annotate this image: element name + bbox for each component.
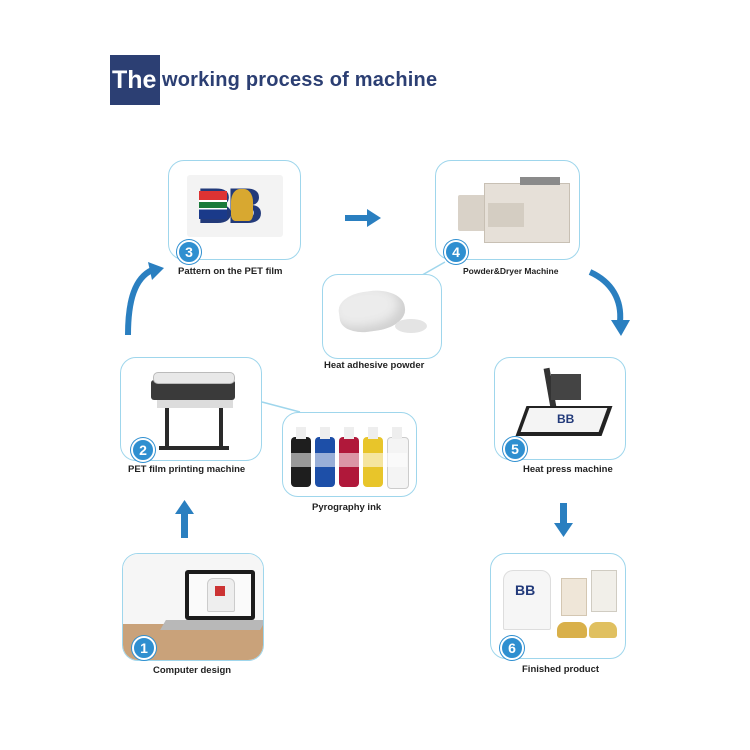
dryer-machine-image: [458, 173, 570, 243]
title-prefix: The: [110, 55, 160, 105]
heat-press-image: BB: [511, 366, 613, 452]
step-3-label: Pattern on the PET film: [178, 266, 283, 277]
title-rest: working process of machine: [162, 68, 438, 91]
ink-card: [282, 412, 417, 497]
step-3-badge: 3: [177, 240, 201, 264]
powder-card: [322, 274, 442, 359]
step-6-label: Finished product: [522, 664, 600, 675]
step-5-label: Heat press machine: [523, 464, 613, 475]
page-title: The working process of machine: [110, 55, 437, 105]
arrow-right-3-4: [345, 209, 381, 227]
powder-pile-image: [395, 319, 427, 333]
step-2-label: PET film printing machine: [128, 464, 246, 475]
powder-label: Heat adhesive powder: [324, 360, 425, 371]
ink-label: Pyrography ink: [312, 502, 382, 513]
step-4-label: Powder&Dryer Machine: [463, 266, 559, 276]
pet-film-image: BB: [187, 175, 283, 237]
arrow-up-1-2: [175, 500, 194, 538]
step-3-card: BB: [168, 160, 301, 260]
finished-products-image: BB: [499, 560, 621, 654]
arrow-down-5-6: [554, 503, 573, 537]
printer-image: [143, 366, 243, 456]
step-1-label: Computer design: [153, 665, 232, 676]
step-1-badge: 1: [132, 636, 156, 660]
step-5-badge: 5: [503, 437, 527, 461]
ink-bottles-image: [291, 423, 411, 491]
step-2-badge: 2: [131, 438, 155, 462]
arrow-curve-4-5: [588, 269, 624, 323]
arrow-curve-2-3: [125, 267, 154, 336]
step-6-badge: 6: [500, 636, 524, 660]
step-4-badge: 4: [444, 240, 468, 264]
